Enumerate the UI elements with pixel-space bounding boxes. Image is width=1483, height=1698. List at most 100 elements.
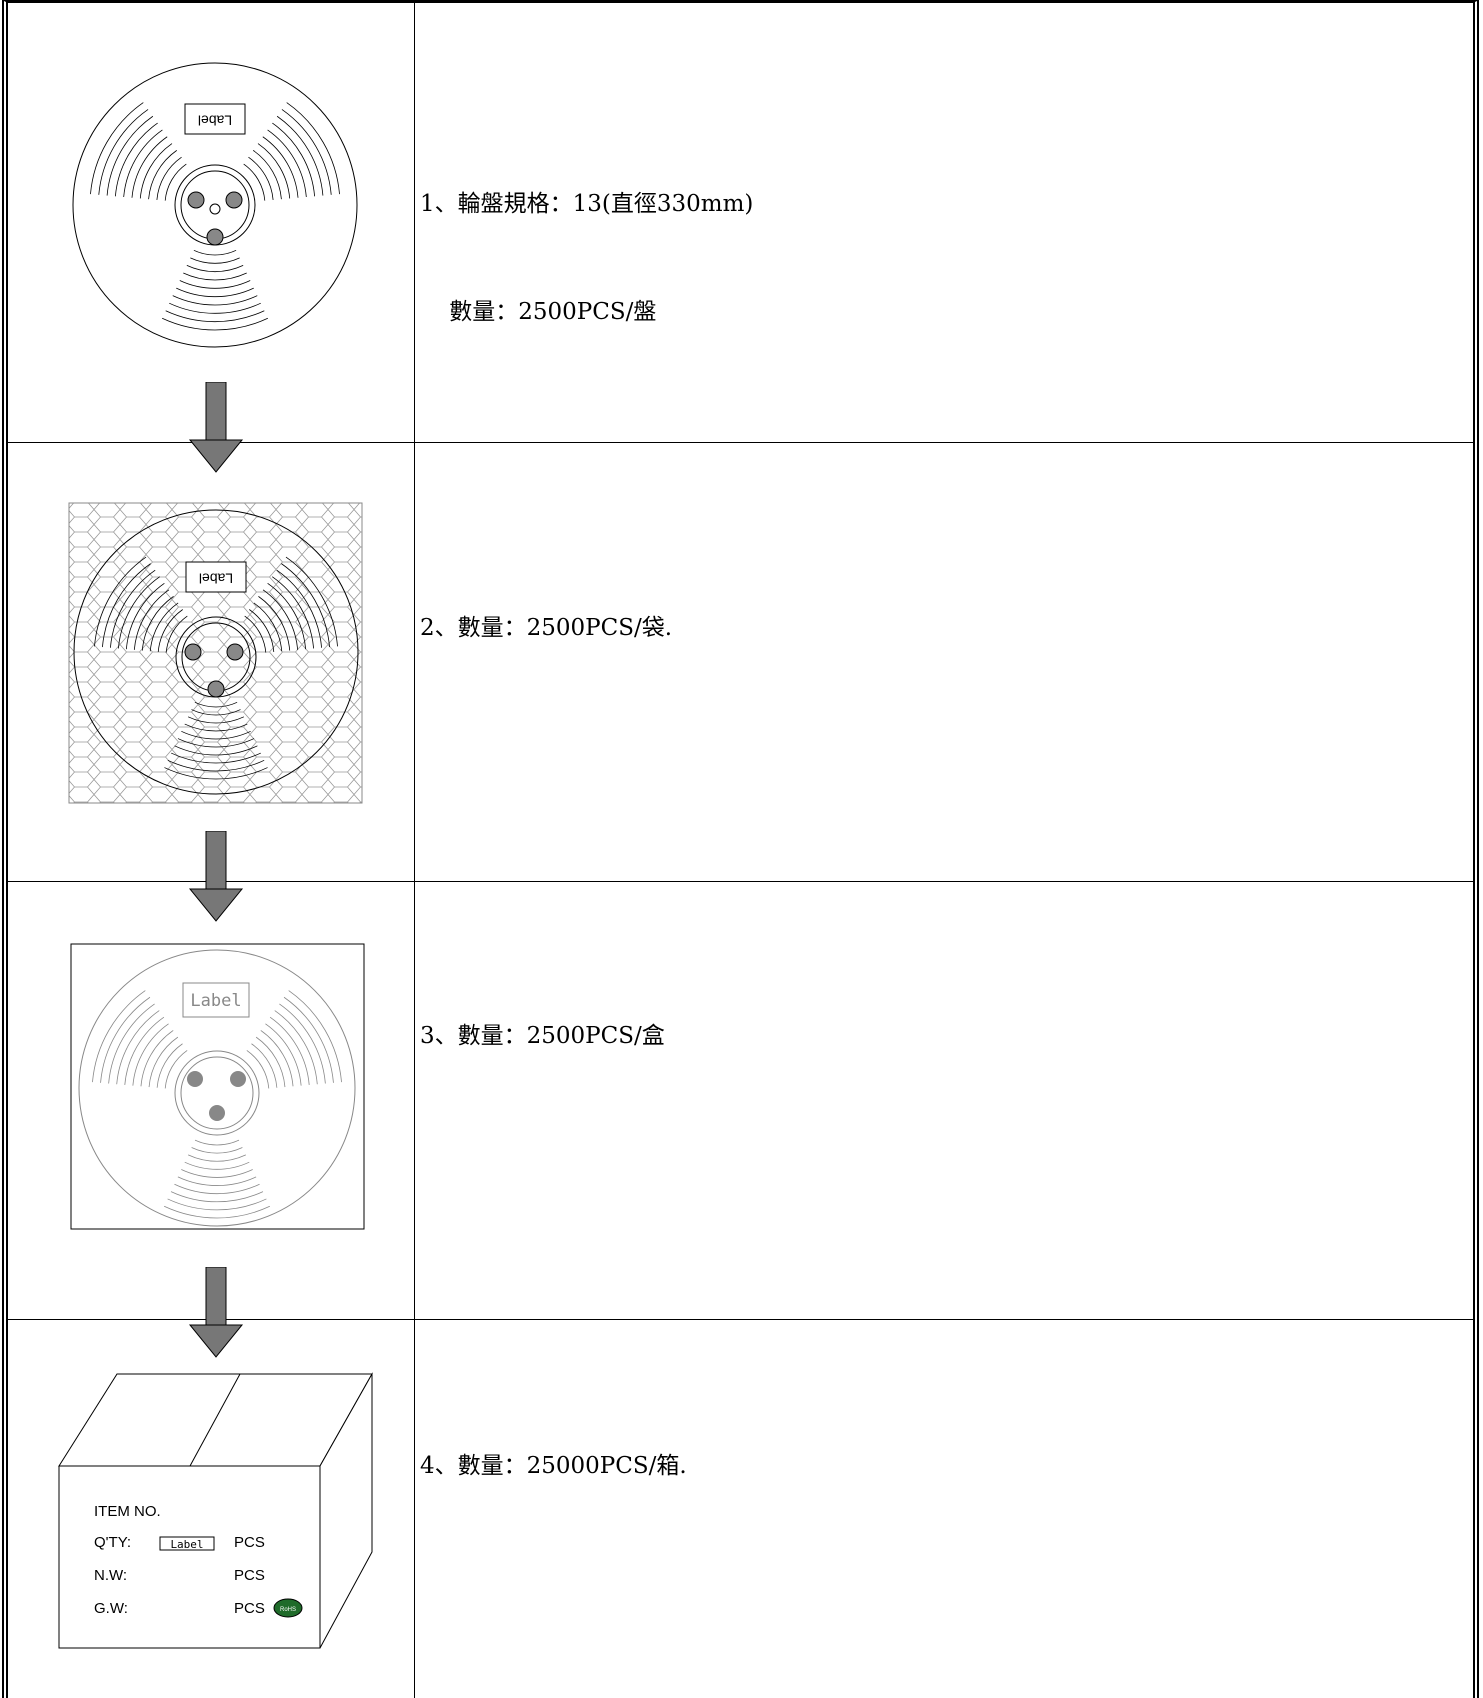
spoke-arc: [114, 122, 158, 197]
spoke-arc: [246, 1050, 270, 1089]
spoke-arc: [274, 1010, 318, 1085]
carton-qty-unit: PCS: [234, 1534, 265, 1551]
spoke-arc: [162, 317, 268, 331]
spoke-arc: [148, 150, 177, 200]
carton-figure: ITEM NO. Q'TY: Label PCS N.W: PCS G.W: P…: [58, 1372, 373, 1649]
spoke-arc: [176, 287, 254, 297]
spoke-arc: [110, 569, 156, 648]
spoke-arc: [260, 1030, 294, 1087]
spoke-arc: [116, 1010, 160, 1085]
step-3-text: 3、數量：2500PCS/盒: [420, 946, 665, 1090]
reel-spokes: [90, 102, 340, 331]
spoke-arc: [177, 738, 255, 748]
spoke-arc: [106, 115, 154, 196]
bag-label-text: Label: [199, 570, 233, 586]
step-2-text: 2、數量：2500PCS/袋.: [420, 538, 672, 682]
spoke-arc: [167, 759, 265, 772]
spoke-arc: [172, 295, 258, 306]
box-reel-spokes: [92, 990, 342, 1219]
spoke-arc: [90, 102, 144, 195]
step-4-line-1: 4、數量：25000PCS/箱.: [420, 1453, 687, 1479]
spoke-arc: [186, 265, 244, 272]
spoke-arc: [156, 156, 182, 200]
spoke-arc: [133, 589, 170, 650]
spoke-arc: [288, 990, 342, 1083]
spoke-arc: [243, 163, 266, 201]
spoke-arc: [131, 136, 168, 198]
row-divider-2: [8, 881, 1475, 882]
spoke-arc: [169, 302, 261, 314]
spoke-arc: [98, 109, 149, 195]
spoke-arc: [170, 1191, 264, 1203]
spoke-arc: [281, 109, 332, 195]
spoke-arc: [94, 556, 147, 647]
spoke-arc: [191, 1147, 243, 1154]
spoke-arc: [267, 582, 307, 650]
spoke-arc: [184, 723, 248, 732]
arrow-1: [188, 382, 244, 473]
spoke-arc: [272, 122, 316, 197]
spoke-arc: [190, 257, 240, 264]
spoke-arc: [248, 156, 274, 200]
carton-qty: Q'TY:: [94, 1534, 131, 1551]
spoke-arc: [258, 596, 291, 651]
spoke-arc: [253, 602, 283, 652]
bag-reel-spokes: [94, 556, 338, 780]
step-4-text: 4、數量：25000PCS/箱.: [420, 1376, 687, 1520]
spoke-arc: [108, 1003, 155, 1084]
spoke-arc: [164, 1050, 188, 1089]
row-divider-1: [8, 442, 1475, 443]
spoke-arc: [149, 602, 179, 652]
rohs-text: RoHS: [280, 1607, 296, 1613]
spoke-arc: [251, 1043, 278, 1088]
spoke-arc: [193, 249, 237, 256]
spoke-arc: [117, 576, 161, 649]
spoke-arc: [164, 1205, 270, 1219]
spoke-arc: [164, 163, 187, 201]
arrow-2: [188, 831, 244, 922]
bag-label-box: [185, 561, 247, 593]
reel-label-text: Label: [198, 112, 232, 128]
spoke-arc: [123, 129, 163, 198]
spoke-arc: [148, 1036, 179, 1088]
spoke-arc: [194, 701, 238, 708]
step-3-line-1: 3、數量：2500PCS/盒: [420, 1023, 665, 1049]
spoke-arc: [244, 615, 267, 653]
reel-label-box: [184, 103, 246, 135]
spoke-arc: [174, 1183, 260, 1194]
spoke-arc: [283, 996, 334, 1083]
spoke-arc: [179, 280, 251, 289]
carton-item-no: ITEM NO.: [94, 1503, 161, 1520]
box-label-box: [182, 982, 250, 1018]
spoke-arc: [269, 1016, 310, 1085]
spoke-arc: [124, 1016, 165, 1085]
carton-nw: N.W:: [94, 1567, 127, 1584]
spoke-arc: [164, 767, 268, 780]
carton-nw-unit: PCS: [234, 1567, 265, 1584]
step-1-line-2: 數量：2500PCS/盤: [420, 299, 657, 325]
spoke-arc: [100, 996, 151, 1083]
spoke-arc: [194, 1139, 240, 1146]
spoke-arc: [255, 1036, 286, 1088]
spoke-arc: [140, 1030, 174, 1087]
spoke-arc: [187, 716, 245, 724]
carton-qty-label: Label: [170, 1538, 203, 1551]
spoke-arc: [167, 1198, 267, 1211]
row-divider-3: [8, 1319, 1475, 1320]
carton-gw: G.W:: [94, 1600, 128, 1617]
spoke-arc: [132, 1023, 169, 1086]
spoke-arc: [156, 1043, 183, 1088]
spoke-arc: [183, 272, 247, 281]
spoke-arc: [92, 990, 146, 1083]
spoke-arc: [181, 1169, 253, 1178]
spoke-arc: [276, 115, 324, 196]
box-label-text: Label: [190, 991, 241, 1011]
spoke-arc: [165, 310, 265, 323]
step-1-line-1: 1、輪盤規格：13(直徑330mm): [420, 191, 754, 217]
spoke-arc: [279, 1003, 326, 1084]
spoke-arc: [249, 609, 275, 652]
step-1-text: 1、輪盤規格：13(直徑330mm) 數量：2500PCS/盤: [420, 114, 753, 366]
spoke-arc: [177, 1176, 257, 1186]
spoke-arc: [271, 576, 315, 649]
